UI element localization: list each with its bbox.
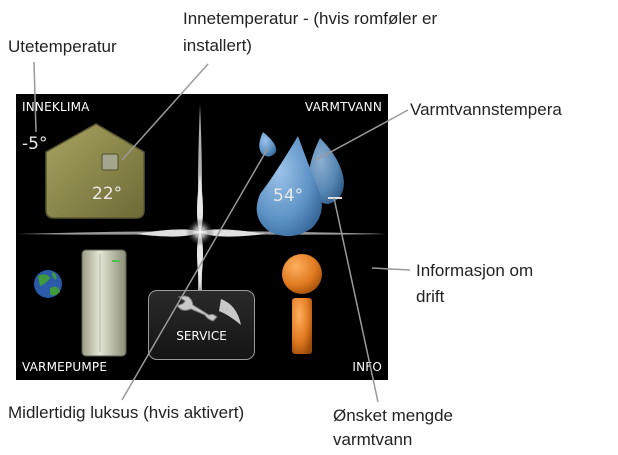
label-utetemperatur: Utetemperatur	[8, 37, 117, 56]
label-informasjon-line2: drift	[416, 287, 445, 306]
corner-label-inneklima: INNEKLIMA	[22, 100, 90, 114]
wrench-icon	[176, 295, 241, 325]
label-innetemperatur-line1: Innetemperatur - (hvis romføler er	[183, 9, 438, 28]
label-onsket-line1: Ønsket mengde	[333, 406, 454, 425]
label-innetemperatur-line2: installert)	[183, 36, 252, 55]
display-screen: INNEKLIMA VARMTVANN VARMEPUMPE INFO -5° …	[16, 94, 388, 380]
hot-water-temperature: 54°	[273, 186, 304, 206]
label-informasjon-line1: Informasjon om	[416, 261, 534, 280]
service-button[interactable]: SERVICE	[148, 290, 255, 360]
label-midlertidig-luksus: Midlertidig luksus (hvis aktivert)	[8, 403, 245, 422]
corner-label-varmtvann: VARMTVANN	[304, 100, 382, 114]
label-onsket-line2: varmtvann	[333, 430, 413, 449]
water-drop-icon	[256, 132, 344, 237]
service-label: SERVICE	[176, 329, 227, 343]
corner-label-info: INFO	[352, 360, 382, 374]
globe-icon	[34, 270, 62, 298]
indoor-temperature: 22°	[92, 184, 123, 204]
heat-pump-icon	[81, 249, 127, 357]
info-icon	[282, 254, 322, 354]
outdoor-temperature: -5°	[22, 134, 48, 154]
corner-label-varmepumpe: VARMEPUMPE	[22, 360, 108, 374]
label-varmtvannstemperatur: Varmtvannstempera	[410, 100, 562, 119]
